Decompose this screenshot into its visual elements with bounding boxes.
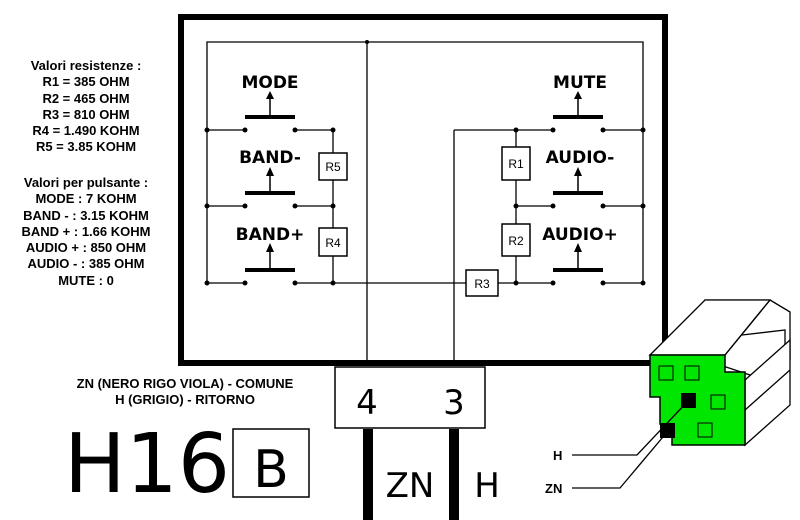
resistor-r1: R1 (501, 146, 531, 181)
resistor-r5-label: R5 (325, 160, 341, 174)
button-values: Valori per pulsante : MODE : 7 KOHM BAND… (6, 175, 166, 289)
junction-dots (204, 40, 646, 286)
resistor-value-item: R3 = 810 OHM (42, 106, 130, 122)
plug-pin-zn (660, 423, 675, 438)
circuit-wires (206, 41, 644, 363)
wire-zn (363, 429, 373, 520)
plug-face (649, 354, 746, 446)
resistor-r2-label: R2 (508, 234, 524, 248)
button-band-plus: BAND+ (236, 225, 305, 272)
button-mode-label: MODE (241, 73, 298, 93)
button-band-plus-label: BAND+ (236, 225, 305, 245)
code-box (232, 428, 310, 498)
button-band-minus: BAND- (239, 148, 301, 195)
button-mute: MUTE (553, 73, 607, 119)
button-value-item: BAND + : 1.66 KOHM (21, 223, 151, 239)
resistor-r3-label: R3 (474, 277, 490, 291)
plug-h-label: H (553, 448, 562, 463)
button-values-title: Valori per pulsante : (23, 175, 149, 190)
enclosure-frame (178, 14, 668, 366)
button-value-item: BAND - : 3.15 KOHM (23, 207, 149, 223)
plug-connector: H ZN (545, 299, 791, 496)
plug-zn-label: ZN (545, 481, 562, 496)
button-mute-label: MUTE (553, 73, 607, 93)
resistor-r3: R3 (465, 269, 499, 297)
resistor-value-item: R1 = 385 OHM (42, 74, 130, 90)
button-audio-plus: AUDIO+ (542, 225, 618, 272)
wire-h-label: H (474, 466, 500, 506)
wire-note-common: ZN (NERO RIGO VIOLA) - COMUNE (76, 376, 294, 391)
button-mode: MODE (241, 73, 299, 119)
button-audio-plus-label: AUDIO+ (542, 225, 618, 245)
pin-3-label: 3 (443, 383, 465, 423)
resistor-r2: R2 (501, 223, 531, 257)
pin-4-label: 4 (356, 383, 378, 423)
button-audio-minus-label: AUDIO- (546, 148, 615, 168)
resistor-value-item: R2 = 465 OHM (42, 90, 130, 106)
button-audio-minus: AUDIO- (546, 148, 615, 195)
button-value-item: AUDIO - : 385 OHM (27, 256, 145, 272)
resistor-value-item: R4 = 1.490 KOHM (32, 123, 140, 139)
button-value-item: MODE : 7 KOHM (35, 191, 137, 207)
resistor-r1-label: R1 (508, 157, 524, 171)
button-band-minus-label: BAND- (239, 148, 301, 168)
code-box-label: B (253, 440, 289, 500)
wire-note-return: H (GRIGIO) - RITORNO (115, 392, 255, 407)
pin-connector: 4 3 (334, 366, 486, 429)
resistor-r4: R4 (318, 227, 348, 257)
resistor-r4-label: R4 (325, 236, 341, 250)
resistor-value-item: R5 = 3.85 KOHM (35, 139, 137, 155)
wire-zn-label: ZN (386, 466, 435, 506)
resistor-r5: R5 (318, 152, 348, 181)
code-label: H16 (64, 417, 230, 512)
resistor-values: Valori resistenze : R1 = 385 OHM R2 = 46… (6, 58, 166, 156)
button-value-item: AUDIO + : 850 OHM (25, 240, 147, 256)
wire-h (449, 429, 459, 520)
wire-notes: ZN (NERO RIGO VIOLA) - COMUNE H (GRIGIO)… (40, 376, 330, 408)
button-value-item: MUTE : 0 (58, 272, 114, 288)
resistor-values-title: Valori resistenze : (30, 58, 142, 73)
